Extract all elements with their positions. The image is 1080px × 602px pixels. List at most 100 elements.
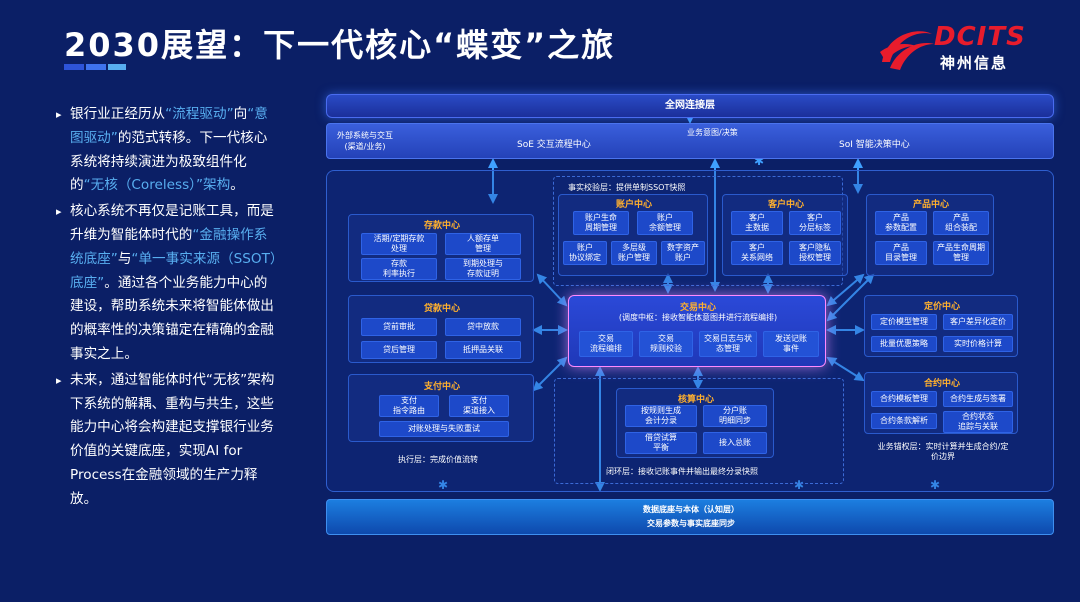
contract-cell: 合约生成与签署 [943, 391, 1013, 407]
architecture-diagram: ✱ ✱ ✱ ✱ 全网连接层 外部系统与交互 (渠道/业务) SoE 交互流程中心… [318, 90, 1062, 540]
loan-cell: 抵押品关联 [445, 341, 521, 359]
snowflake-icon: ✱ [438, 478, 448, 492]
trade-center: 交易中心 (调度中枢：接收智能体意图并进行流程编排) 交易 流程编排 交易 规则… [568, 295, 826, 367]
snowflake-icon: ✱ [754, 154, 764, 168]
account-center-title: 账户中心 [615, 200, 652, 210]
accounting-cell: 分户账 明细同步 [703, 405, 767, 427]
account-cell: 多层级 账户管理 [611, 241, 657, 265]
payment-cell: 对账处理与失败重试 [379, 421, 509, 437]
soe-label: SoE 交互流程中心 [517, 140, 591, 150]
deposit-center: 存款中心 活期/定期存款 处理 人额存单 管理 存款 利率执行 到期处理与 存款… [348, 214, 534, 282]
title-underline-3 [108, 64, 126, 70]
product-center: 产品中心 产品 参数配置 产品 组合装配 产品 目录管理 产品生命周期 管理 [866, 194, 994, 276]
bullet-text: 未来，通过智能体时代“无核”架构下系统的解耦、重构与共生，这些能力中心将会构建起… [70, 371, 275, 507]
contract-cell: 合约模板管理 [871, 391, 937, 407]
connector-arrows: ✱ ✱ ✱ ✱ [438, 102, 940, 492]
business-intent-label: 业务意图/决策 [687, 128, 738, 137]
customer-cell: 客户 关系网络 [731, 241, 783, 265]
bullet-text: 核心系统不再仅是记账工具，而是升维为智能体时代的 [70, 203, 274, 243]
bullet-text: 与 [117, 250, 132, 267]
deposit-cell: 存款 利率执行 [361, 258, 437, 280]
ssot-note: 事实校验层：提供单制SSOT快照 [568, 183, 686, 192]
product-cell: 产品 目录管理 [875, 241, 927, 265]
accounting-zone [554, 378, 844, 484]
bullet-text: 。通过各个业务能力中心的建设，帮助系统未来将智能体做出的概率性的决策锚定在精确的… [70, 274, 274, 362]
bullet-text: 的范式转移。下一代核心系统将持续演进为极致组件化的 [70, 129, 268, 194]
loan-center-title: 贷款中心 [423, 304, 460, 314]
business-anchor-note: 业务锚权层：实时计算并生成合约/定 价边界 [877, 442, 1009, 461]
bullet-text: 银行业正经历从 [70, 106, 166, 122]
execution-layer-note: 执行层：完成价值流转 [398, 455, 478, 464]
highlight-text: “流程驱动” [165, 106, 234, 122]
loan-center: 贷款中心 贷前审批 贷中放款 贷后管理 抵押品关联 [348, 295, 534, 363]
interaction-layer: 外部系统与交互 (渠道/业务) SoE 交互流程中心 业务意图/决策 SoI 智… [326, 123, 1054, 159]
accounting-cell: 借贷试算 平衡 [625, 432, 697, 454]
trade-center-title: 交易中心 [679, 303, 716, 313]
bullet-list: 银行业正经历从“流程驱动”向“意图驱动”的范式转移。下一代核心系统将持续演进为极… [56, 103, 278, 514]
pricing-cell: 实时价格计算 [943, 336, 1013, 352]
highlight-text: “金融操作系统底座” [70, 226, 268, 267]
bullet-item: 未来，通过智能体时代“无核”架构下系统的解耦、重构与共生，这些能力中心将会构建起… [56, 369, 278, 512]
pricing-center: 定价中心 定价模型管理 客户差异化定价 批量优惠策略 实时价格计算 [864, 295, 1018, 357]
customer-cell: 客户隐私 授权管理 [789, 241, 841, 265]
network-layer-bar: 全网连接层 [326, 94, 1054, 118]
data-foundation-subtitle: 交易参数与事实底座同步 [647, 519, 735, 528]
highlight-text: “意图驱动” [70, 106, 268, 146]
bullet-item: 银行业正经历从“流程驱动”向“意图驱动”的范式转移。下一代核心系统将持续演进为极… [56, 103, 278, 198]
title-underline-2 [86, 64, 106, 70]
snowflake-icon: ✱ [930, 478, 940, 492]
bullet-text: 。 [230, 177, 244, 194]
payment-center: 支付中心 支付 指令路由 支付 渠道接入 对账处理与失败重试 [348, 374, 534, 442]
logo-cn-name: 神州信息 [940, 54, 1009, 72]
logo-swirl-icon [880, 31, 934, 70]
highlight-text: “单一事实来源（SSOT）底座” [70, 250, 277, 291]
product-cell: 产品 组合装配 [933, 211, 989, 235]
pricing-center-title: 定价中心 [923, 302, 960, 312]
trade-cell: 交易 流程编排 [579, 331, 633, 357]
loan-cell: 贷后管理 [361, 341, 437, 359]
external-systems-label: 外部系统与交互 (渠道/业务) [337, 131, 393, 151]
customer-center: 客户中心 客户 主数据 客户 分层标签 客户 关系网络 客户隐私 授权管理 [722, 194, 848, 276]
page-title: 2030展望：下一代核心“蝶变”之旅 [64, 26, 616, 64]
pricing-cell: 客户差异化定价 [943, 314, 1013, 330]
company-logo: DCITS 神州信息 [876, 22, 1036, 74]
customer-cell: 客户 分层标签 [789, 211, 841, 235]
account-cell: 账户 协议绑定 [563, 241, 607, 265]
pricing-cell: 批量优惠策略 [871, 336, 937, 352]
data-foundation-bar: 数据底座与本体（认知层） 交易参数与事实底座同步 [326, 499, 1054, 535]
accounting-center-title: 核算中心 [677, 395, 714, 405]
payment-center-title: 支付中心 [423, 382, 460, 392]
trade-cell: 发送记账 事件 [763, 331, 819, 357]
contract-center: 合约中心 合约模板管理 合约生成与签署 合约条款解析 合约状态 追踪与关联 [864, 372, 1018, 434]
pricing-cell: 定价模型管理 [871, 314, 937, 330]
title-underline-1 [64, 64, 84, 70]
loan-cell: 贷中放款 [445, 318, 521, 336]
contract-cell: 合约条款解析 [871, 413, 937, 429]
contract-cell: 合约状态 追踪与关联 [943, 411, 1013, 433]
snowflake-icon: ✱ [794, 478, 804, 492]
product-cell: 产品生命周期 管理 [933, 241, 989, 265]
accounting-center: 核算中心 按规则生成 会计分录 分户账 明细同步 借贷试算 平衡 接入总账 [616, 388, 774, 458]
accounting-cell: 按规则生成 会计分录 [625, 405, 697, 427]
deposit-cell: 人额存单 管理 [445, 233, 521, 255]
closed-loop-note: 闭环层：接收记账事件并输出最终分录快照 [606, 467, 758, 476]
trade-center-subtitle: (调度中枢：接收智能体意图并进行流程编排) [618, 313, 778, 322]
highlight-text: “无核（Coreless）”架构 [83, 177, 231, 194]
bullet-item: 核心系统不再仅是记账工具，而是升维为智能体时代的“金融操作系统底座”与“单一事实… [56, 200, 278, 367]
account-cell: 账户 余额管理 [637, 211, 693, 235]
product-center-title: 产品中心 [912, 200, 949, 210]
product-cell: 产品 参数配置 [875, 211, 927, 235]
customer-center-title: 客户中心 [767, 200, 804, 210]
account-cell: 数字资产 账户 [661, 241, 705, 265]
payment-cell: 支付 渠道接入 [449, 395, 509, 417]
trade-cell: 交易日志与状 态管理 [699, 331, 757, 357]
bullet-text: 向 [233, 106, 248, 122]
customer-cell: 客户 主数据 [731, 211, 783, 235]
loan-cell: 贷前审批 [361, 318, 437, 336]
deposit-center-title: 存款中心 [423, 221, 460, 231]
contract-center-title: 合约中心 [923, 379, 960, 389]
deposit-cell: 到期处理与 存款证明 [445, 258, 521, 280]
soi-label: SoI 智能决策中心 [839, 140, 910, 150]
trade-cell: 交易 规则校验 [639, 331, 693, 357]
account-cell: 账户生命 周期管理 [573, 211, 629, 235]
